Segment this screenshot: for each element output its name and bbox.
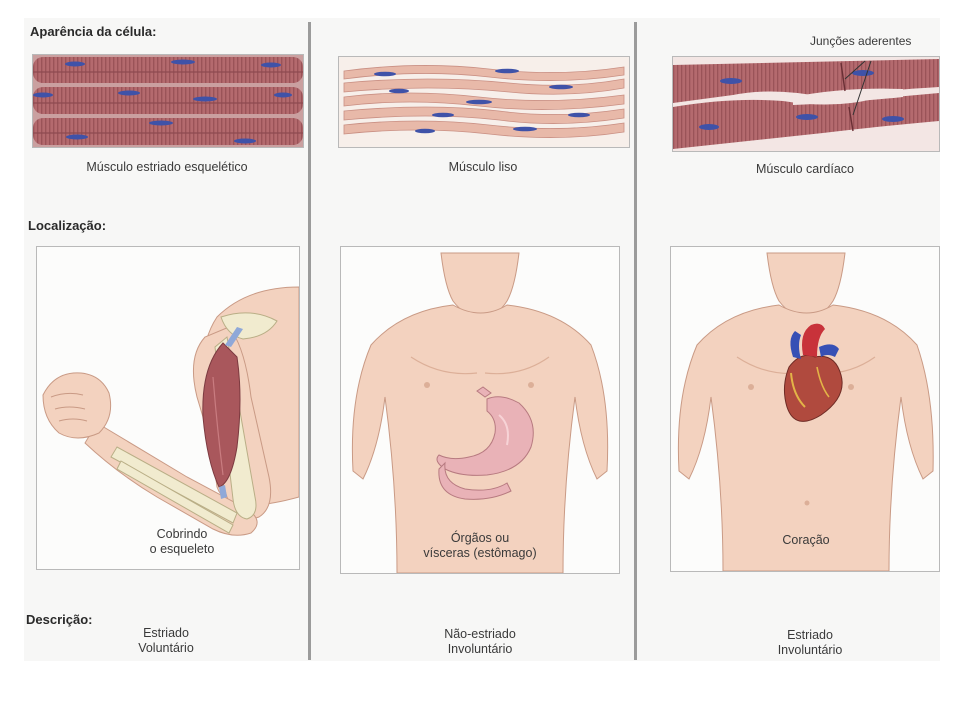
description-smooth: Não-estriado Involuntário [410,627,550,657]
arm-illustration [37,247,299,569]
location-caption-heart-line1: Coração [782,533,830,547]
location-caption-arm-line2: o esqueleto [149,542,215,556]
skeletal-muscle-fibers [33,55,303,147]
torso-stomach-illustration [341,247,619,573]
description-skeletal-line1: Estriado [143,626,189,640]
location-panel-heart: Coração [670,246,940,572]
description-cardiac: Estriado Involuntário [740,628,880,658]
description-skeletal-line2: Voluntário [138,641,194,655]
description-cardiac-line2: Involuntário [777,643,843,657]
smooth-muscle-fibers [339,57,629,147]
column-divider-1 [308,22,311,660]
location-caption-stomach: Órgãos ou vísceras (estômago) [395,531,565,561]
section-label-description: Descrição: [26,612,93,627]
cardiac-muscle-tissue [672,56,940,152]
tissue-label-skeletal: Músculo estriado esquelético [86,160,248,174]
section-label-location: Localização: [28,218,107,233]
torso-heart-illustration [671,247,939,571]
location-caption-stomach-line1: Órgãos ou [450,531,510,545]
location-caption-arm-line1: Cobrindo [156,527,208,541]
location-panel-arm: Cobrindo o esqueleto [36,246,300,570]
description-smooth-line2: Involuntário [447,642,513,656]
location-panel-stomach: Órgãos ou vísceras (estômago) [340,246,620,574]
skeletal-muscle-tissue [32,54,304,148]
cardiac-muscle-fibers [673,57,939,151]
smooth-muscle-tissue [338,56,630,148]
description-smooth-line1: Não-estriado [444,627,516,641]
callout-adherens-junctions: Junções aderentes [810,34,912,48]
description-cardiac-line1: Estriado [787,628,833,642]
tissue-label-cardiac: Músculo cardíaco [756,162,854,176]
location-caption-arm: Cobrindo o esqueleto [107,527,257,557]
description-skeletal: Estriado Voluntário [96,626,236,656]
location-caption-stomach-line2: vísceras (estômago) [423,546,537,560]
section-label-appearance: Aparência da célula: [30,24,157,39]
column-divider-2 [634,22,637,660]
tissue-label-smooth: Músculo liso [448,160,518,174]
location-caption-heart: Coração [731,533,881,548]
